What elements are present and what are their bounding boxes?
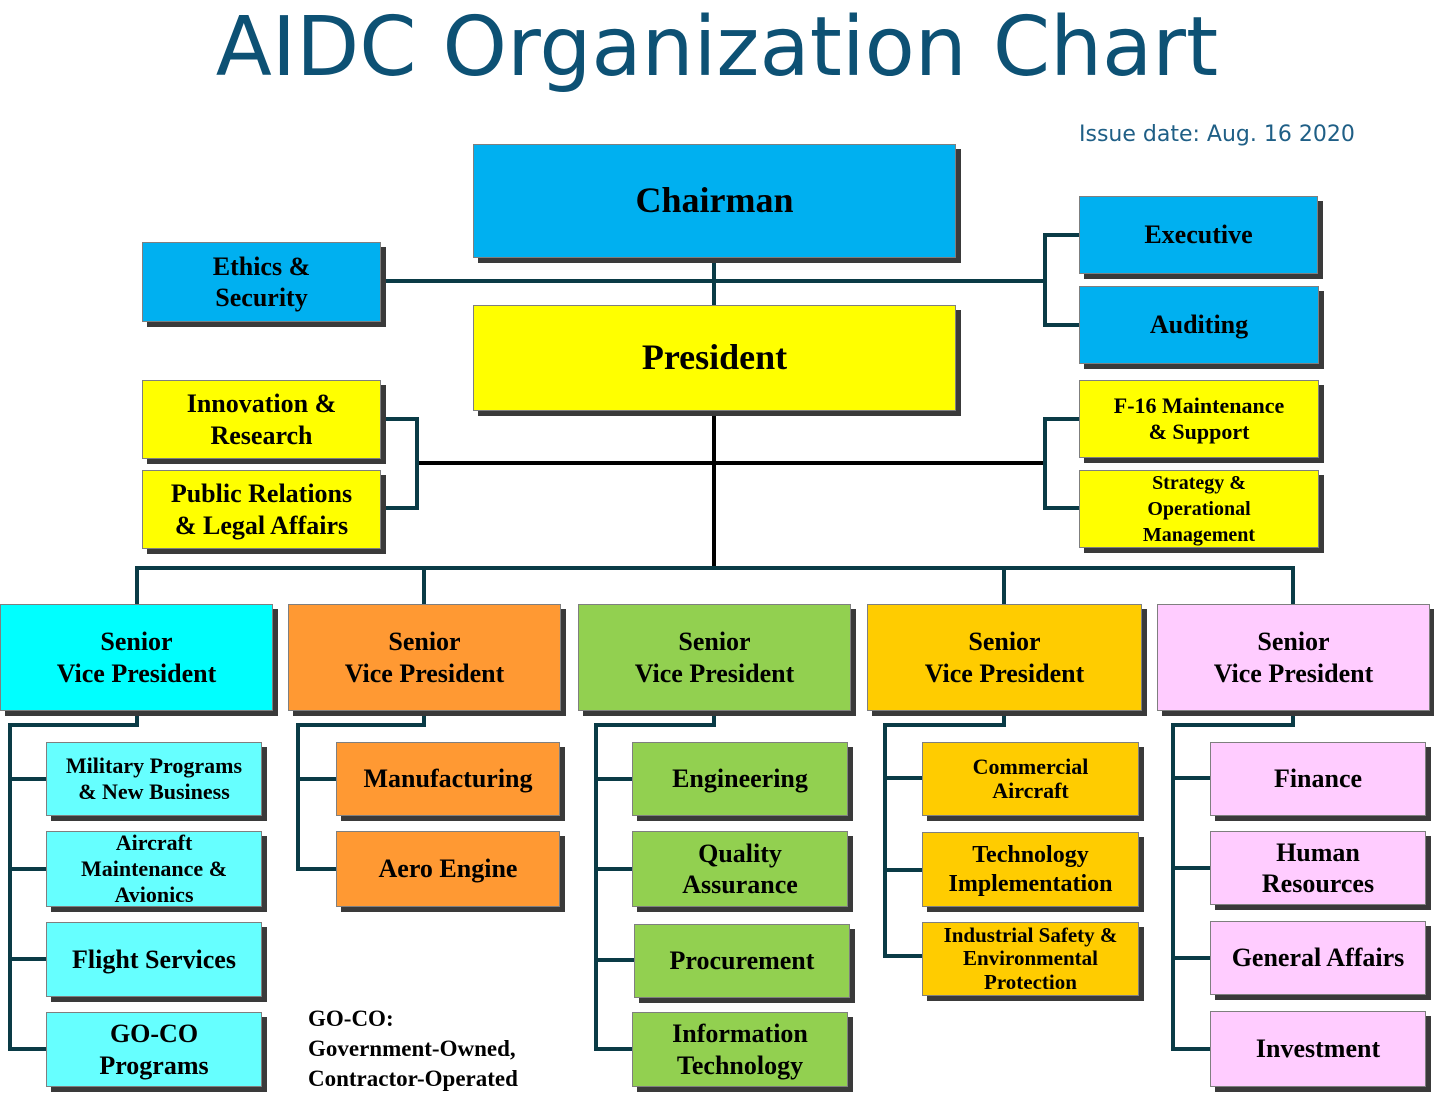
unit-human-resources: Human Resources bbox=[1210, 831, 1426, 905]
auditing-box: Auditing bbox=[1079, 286, 1319, 364]
unit-aero-engine: Aero Engine bbox=[336, 831, 560, 907]
executive-auditing-bracket bbox=[1043, 233, 1081, 327]
div1-spine bbox=[8, 709, 139, 1051]
ethics-security-box: Ethics & Security bbox=[142, 242, 381, 322]
unit-flight-services: Flight Services bbox=[46, 922, 262, 997]
unit-military-programs: Military Programs & New Business bbox=[46, 742, 262, 816]
unit-information-technology: Information Technology bbox=[632, 1012, 848, 1087]
goco-note: GO-CO: Government-Owned, Contractor-Oper… bbox=[308, 1006, 518, 1091]
public-relations-box: Public Relations & Legal Affairs bbox=[142, 470, 381, 549]
svp-box-3: Senior Vice President bbox=[578, 604, 851, 711]
innovation-research-box: Innovation & Research bbox=[142, 380, 381, 459]
page-title: AIDC Organization Chart bbox=[215, 0, 1219, 95]
unit-quality-assurance: Quality Assurance bbox=[632, 831, 848, 907]
svp-box-5: Senior Vice President bbox=[1157, 604, 1430, 711]
executive-box: Executive bbox=[1079, 196, 1318, 274]
unit-engineering: Engineering bbox=[632, 742, 848, 816]
unit-manufacturing: Manufacturing bbox=[336, 742, 560, 816]
unit-investment: Investment bbox=[1210, 1011, 1426, 1087]
svp-box-2: Senior Vice President bbox=[288, 604, 561, 711]
div5-spine bbox=[1171, 709, 1295, 1051]
svp-box-4: Senior Vice President bbox=[867, 604, 1142, 711]
svp-box-1: Senior Vice President bbox=[0, 604, 273, 711]
chairman-box: Chairman bbox=[473, 144, 956, 258]
div4-spine bbox=[883, 709, 1006, 958]
president-box: President bbox=[473, 305, 956, 411]
right-staff-bracket bbox=[1043, 417, 1081, 510]
div2-spine bbox=[296, 709, 426, 871]
unit-technology-implementation: Technology Implementation bbox=[922, 832, 1139, 907]
strategy-box: Strategy & Operational Management bbox=[1079, 470, 1319, 548]
div3-spine bbox=[594, 709, 716, 1051]
unit-finance: Finance bbox=[1210, 742, 1426, 816]
unit-commercial-aircraft: Commercial Aircraft bbox=[922, 742, 1139, 816]
unit-goco-programs: GO-CO Programs bbox=[46, 1012, 262, 1087]
issue-date: Issue date: Aug. 16 2020 bbox=[1079, 122, 1355, 147]
f16-maintenance-box: F-16 Maintenance & Support bbox=[1079, 380, 1319, 458]
unit-industrial-safety: Industrial Safety & Environmental Protec… bbox=[922, 922, 1139, 996]
unit-general-affairs: General Affairs bbox=[1210, 921, 1426, 995]
left-staff-bracket bbox=[379, 417, 419, 510]
unit-aircraft-maintenance: Aircraft Maintenance & Avionics bbox=[46, 831, 262, 907]
unit-procurement: Procurement bbox=[634, 924, 850, 998]
